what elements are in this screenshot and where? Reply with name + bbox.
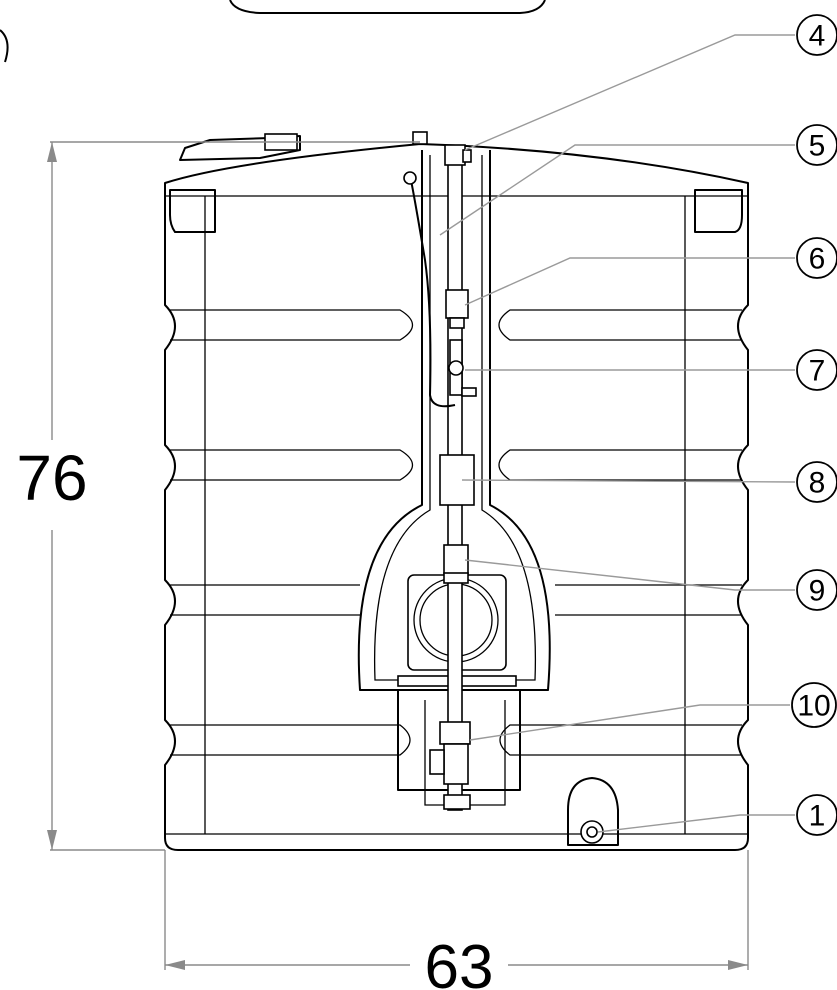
valve-knob: [448, 360, 464, 376]
drain-recess: [567, 777, 619, 846]
svg-text:10: 10: [797, 690, 830, 723]
top-fitting-elbow: [462, 149, 472, 163]
sensor-block: [445, 289, 469, 319]
height-arrow-bottom: [47, 830, 57, 850]
rib-left-1: [170, 309, 414, 341]
valve-port: [461, 387, 477, 397]
height-arrow-top: [47, 142, 57, 162]
previous-view-edge: [229, 0, 546, 14]
rib-right-2: [498, 449, 742, 481]
callout-6: 6: [796, 237, 837, 279]
callout-8: 8: [796, 461, 837, 503]
ball-valve-nut: [439, 721, 471, 745]
rib-right-4: [499, 724, 742, 756]
svg-text:9: 9: [809, 575, 826, 608]
svg-text:7: 7: [809, 355, 826, 388]
rib-left-4: [170, 724, 411, 756]
sensor-connector: [449, 317, 465, 329]
ball-valve-handle: [429, 749, 445, 775]
leader-5: [439, 144, 795, 236]
callout-9: 9: [796, 569, 837, 611]
leader-9: [464, 559, 795, 591]
leader-4: [464, 34, 795, 151]
callout-5: 5: [796, 124, 837, 166]
hose: [409, 174, 456, 408]
height-dimension: 76: [16, 442, 87, 514]
svg-text:6: 6: [809, 243, 826, 276]
coupling-nut: [443, 572, 469, 584]
svg-text:1: 1: [809, 800, 826, 833]
callout-10: 10: [791, 682, 837, 728]
leader-1: [597, 814, 795, 833]
rib-left-2: [170, 449, 414, 481]
pipe-outlet: [443, 794, 471, 810]
coupling: [443, 544, 469, 576]
left-recess: [169, 189, 216, 233]
drain-plug-core: [586, 826, 598, 838]
leader-6: [464, 257, 795, 306]
svg-text:4: 4: [809, 20, 826, 53]
callout-4: 4: [796, 14, 837, 56]
ball-valve-body: [443, 743, 469, 785]
right-recess: [694, 189, 743, 233]
callout-7: 7: [796, 349, 837, 391]
leader-10: [469, 704, 790, 741]
svg-text:8: 8: [809, 467, 826, 500]
hose-fitting: [403, 171, 417, 185]
width-dimension: 63: [425, 933, 494, 990]
top-fitting: [444, 144, 466, 166]
tank-outline: [164, 143, 749, 851]
svg-text:5: 5: [809, 130, 826, 163]
width-arrow-right: [728, 960, 748, 970]
width-arrow-left: [165, 960, 185, 970]
leader-8: [461, 479, 796, 483]
callout-1: 1: [796, 794, 837, 836]
rib-right-1: [498, 309, 742, 341]
top-vent: [412, 131, 428, 145]
previous-view-bracket: [0, 29, 9, 63]
